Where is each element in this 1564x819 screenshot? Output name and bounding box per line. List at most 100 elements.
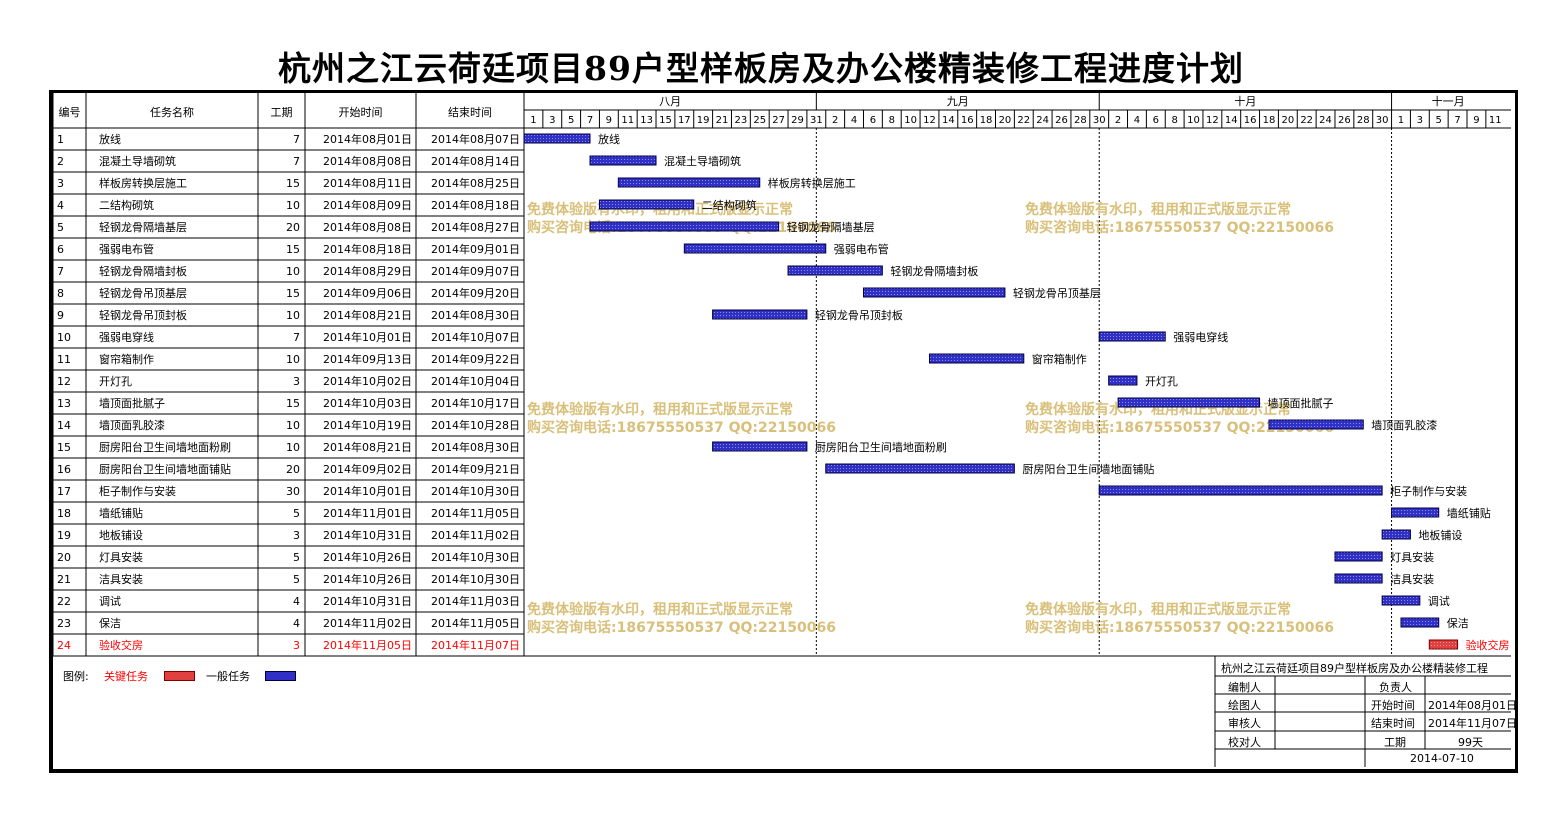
day-label: 14 (942, 115, 955, 126)
day-label: 24 (1319, 115, 1332, 126)
month-label: 十一月 (1432, 94, 1465, 108)
task-start: 2014年08月01日 (323, 132, 412, 146)
task-start: 2014年08月11日 (323, 176, 412, 190)
day-label: 28 (1074, 115, 1087, 126)
task-start: 2014年10月02日 (323, 374, 412, 388)
day-label: 18 (980, 115, 993, 126)
col-header-duration: 工期 (271, 106, 293, 119)
day-label: 1 (1398, 115, 1404, 126)
gantt-bar-label: 墙纸铺贴 (1447, 506, 1491, 520)
task-end: 2014年08月30日 (431, 308, 520, 322)
day-label: 20 (1281, 115, 1294, 126)
watermark-line1: 免费体验版有水印，租用和正式版显示正常 (1025, 201, 1291, 218)
task-start: 2014年09月06日 (323, 286, 412, 300)
task-end: 2014年11月07日 (431, 638, 520, 652)
task-name: 柜子制作与安装 (99, 484, 176, 498)
day-label: 3 (1417, 115, 1423, 126)
task-id: 12 (57, 375, 71, 388)
task-duration: 3 (293, 639, 300, 652)
task-duration: 7 (293, 331, 300, 344)
gantt-bar (523, 133, 591, 144)
task-end: 2014年11月02日 (431, 528, 520, 542)
gantt-bar-label: 强弱电布管 (834, 242, 889, 256)
day-label: 9 (1473, 115, 1479, 126)
task-duration: 5 (293, 573, 300, 586)
task-start: 2014年09月02日 (323, 462, 412, 476)
watermark-line1: 免费体验版有水印，租用和正式版显示正常 (1025, 601, 1291, 618)
task-duration: 4 (293, 595, 300, 608)
info-duration-value: 99天 (1458, 736, 1483, 749)
day-label: 25 (753, 115, 766, 126)
task-id: 7 (57, 265, 64, 278)
day-label: 18 (1263, 115, 1276, 126)
day-label: 30 (1376, 115, 1389, 126)
task-start: 2014年10月26日 (323, 572, 412, 586)
gantt-bar (1381, 529, 1411, 540)
task-id: 24 (57, 639, 71, 652)
task-id: 15 (57, 441, 71, 454)
gantt-bar-label: 混凝土导墙砌筑 (664, 154, 741, 168)
task-start: 2014年08月18日 (323, 242, 412, 256)
task-end: 2014年08月18日 (431, 198, 520, 212)
day-label: 12 (923, 115, 936, 126)
gantt-bar-label: 放线 (598, 132, 620, 146)
task-name: 保洁 (99, 616, 121, 630)
day-label: 2 (1115, 115, 1121, 126)
task-id: 8 (57, 287, 64, 300)
task-name: 灯具安装 (99, 550, 143, 564)
info-start-label: 开始时间 (1371, 699, 1415, 712)
info-end-value: 2014年11月07日 (1428, 717, 1517, 730)
watermark-line2: 购买咨询电话:18675550537 QQ:22150066 (527, 419, 836, 436)
day-label: 21 (716, 115, 729, 126)
task-name: 混凝土导墙砌筑 (99, 154, 176, 168)
task-start: 2014年10月03日 (323, 396, 412, 410)
task-end: 2014年08月27日 (431, 220, 520, 234)
gantt-frame (49, 90, 1518, 773)
task-name: 二结构砌筑 (99, 198, 154, 212)
task-end: 2014年09月20日 (431, 286, 520, 300)
gantt-bar (1334, 551, 1383, 562)
day-label: 20 (999, 115, 1012, 126)
task-duration: 5 (293, 551, 300, 564)
col-header-end: 结束时间 (448, 106, 492, 119)
task-start: 2014年11月05日 (323, 638, 412, 652)
task-id: 10 (57, 331, 71, 344)
info-drawer-label: 绘图人 (1228, 699, 1261, 712)
gantt-bar-label: 强弱电穿线 (1173, 330, 1228, 344)
task-name: 轻钢龙骨隔墙基层 (99, 220, 187, 234)
task-id: 19 (57, 529, 71, 542)
gantt-bar (862, 287, 1006, 298)
day-label: 5 (568, 115, 574, 126)
gantt-bar (928, 353, 1025, 364)
task-end: 2014年11月05日 (431, 506, 520, 520)
task-name: 样板房转换层施工 (99, 176, 187, 190)
day-label: 7 (587, 115, 593, 126)
task-id: 18 (57, 507, 71, 520)
task-end: 2014年09月22日 (431, 352, 520, 366)
task-id: 17 (57, 485, 71, 498)
gantt-bar (712, 441, 808, 452)
task-start: 2014年11月02日 (323, 616, 412, 630)
col-header-id: 编号 (59, 105, 81, 119)
task-end: 2014年08月14日 (431, 154, 520, 168)
day-label: 6 (870, 115, 876, 126)
task-end: 2014年08月25日 (431, 176, 520, 190)
task-duration: 5 (293, 507, 300, 520)
gantt-bar (1334, 573, 1383, 584)
task-duration: 15 (286, 243, 300, 256)
day-label: 28 (1357, 115, 1370, 126)
gantt-bar (598, 199, 695, 210)
gantt-bar-label: 柜子制作与安装 (1390, 484, 1467, 498)
gantt-bar (1400, 617, 1440, 628)
gantt-bar (1381, 595, 1421, 606)
task-end: 2014年09月01日 (431, 242, 520, 256)
task-name: 强弱电穿线 (99, 330, 154, 344)
day-label: 2 (832, 115, 838, 126)
watermark-line1: 免费体验版有水印，租用和正式版显示正常 (527, 601, 793, 618)
task-start: 2014年08月09日 (323, 198, 412, 212)
day-label: 30 (1093, 115, 1106, 126)
task-end: 2014年09月07日 (431, 264, 520, 278)
task-start: 2014年10月31日 (323, 594, 412, 608)
task-start: 2014年10月19日 (323, 418, 412, 432)
